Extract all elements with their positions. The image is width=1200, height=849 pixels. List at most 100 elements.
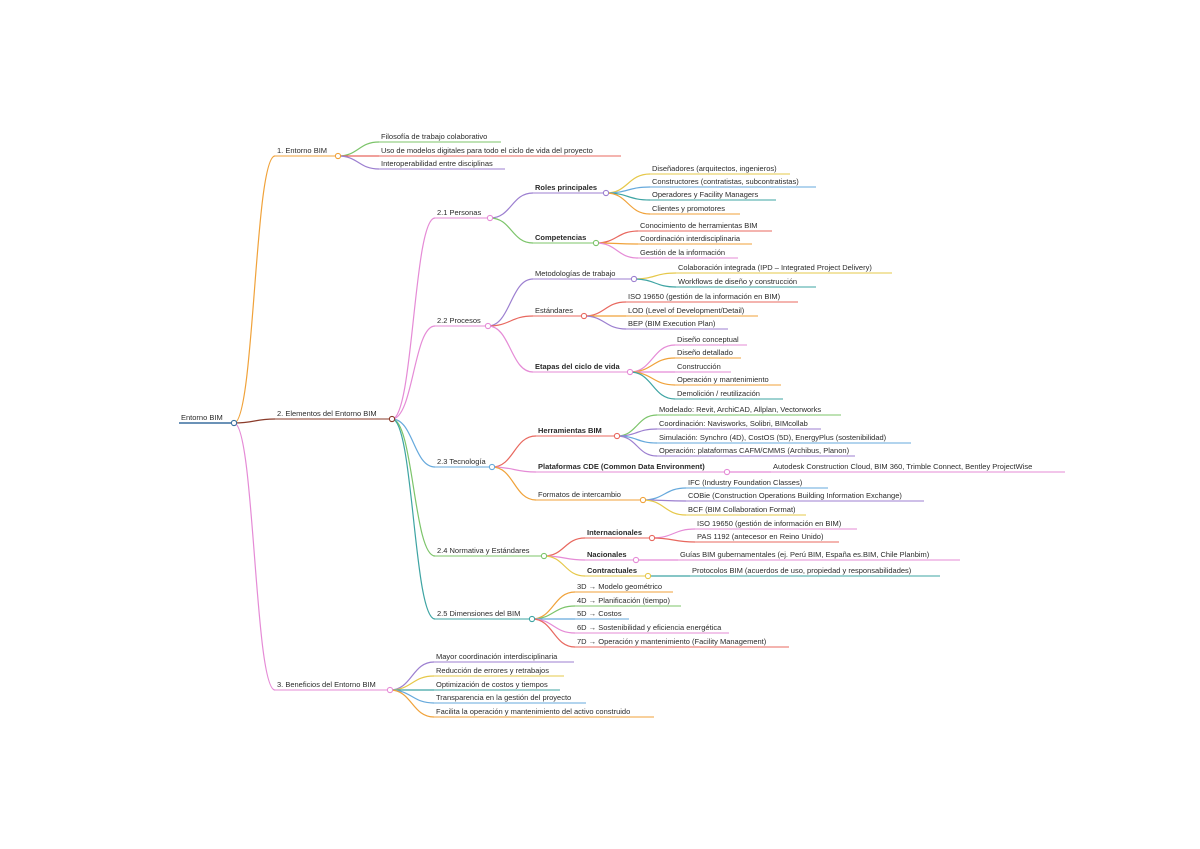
node-competencias[interactable]: Competencias bbox=[533, 233, 600, 247]
node-nacionales[interactable]: Nacionales bbox=[585, 550, 640, 564]
node-facilita-la-operacion-y-mantenimiento-de[interactable]: Facilita la operación y mantenimiento de… bbox=[434, 707, 654, 718]
node-coordinacion-navisworks-solibri-bimcolla[interactable]: Coordinación: Navisworks, Solibri, BIMco… bbox=[657, 419, 821, 430]
node-label: Reducción de errores y retrabajos bbox=[436, 666, 549, 675]
node-workflows-de-diseno-y-construccion[interactable]: Workflows de diseño y construcción bbox=[676, 277, 816, 288]
node-bep-bim-execution-plan[interactable]: BEP (BIM Execution Plan) bbox=[626, 319, 728, 330]
node-2-2-procesos[interactable]: 2.2 Procesos bbox=[435, 316, 492, 330]
node-constructores-contratistas-subcontratist[interactable]: Constructores (contratistas, subcontrati… bbox=[650, 177, 816, 188]
node-2-3-tecnologia[interactable]: 2.3 Tecnología bbox=[435, 457, 496, 471]
node-3d-modelo-geometrico[interactable]: 3D → Modelo geométrico bbox=[575, 582, 673, 593]
node-label: 2.2 Procesos bbox=[437, 316, 481, 325]
node-2-1-personas[interactable]: 2.1 Personas bbox=[435, 208, 494, 222]
node-iso-19650-gestion-de-la-informacion-en-b[interactable]: ISO 19650 (gestión de la información en … bbox=[626, 292, 798, 303]
mind-map-connector bbox=[487, 315, 534, 327]
node-7d-operacion-y-mantenimiento-facility-ma[interactable]: 7D → Operación y mantenimiento (Facility… bbox=[575, 637, 789, 648]
mind-map-connector bbox=[583, 301, 627, 317]
collapse-toggle-icon[interactable] bbox=[648, 534, 656, 542]
node-6d-sostenibilidad-y-eficiencia-energetic[interactable]: 6D → Sostenibilidad y eficiencia energét… bbox=[575, 623, 729, 634]
node-label: Entorno BIM bbox=[181, 413, 223, 422]
node-roles-principales[interactable]: Roles principales bbox=[533, 183, 610, 197]
node-uso-de-modelos-digitales-para-todo-el-ci[interactable]: Uso de modelos digitales para todo el ci… bbox=[379, 146, 621, 157]
node-modelado-revit-archicad-allplan-vectorwo[interactable]: Modelado: Revit, ArchiCAD, Allplan, Vect… bbox=[657, 405, 841, 416]
collapse-toggle-icon[interactable] bbox=[388, 415, 396, 423]
node-3-beneficios-del-entorno-bim[interactable]: 3. Beneficios del Entorno BIM bbox=[275, 680, 394, 694]
node-reduccion-de-errores-y-retrabajos[interactable]: Reducción de errores y retrabajos bbox=[434, 666, 564, 677]
node-demolicion-reutilizacion[interactable]: Demolición / reutilización bbox=[675, 389, 783, 400]
collapse-toggle-icon[interactable] bbox=[639, 496, 647, 504]
node-disenadores-arquitectos-ingenieros[interactable]: Diseñadores (arquitectos, ingenieros) bbox=[650, 164, 790, 175]
node-autodesk-construction-cloud-bim-360-trim[interactable]: Autodesk Construction Cloud, BIM 360, Tr… bbox=[771, 462, 1065, 473]
mind-map-connector bbox=[337, 141, 380, 157]
collapse-toggle-icon[interactable] bbox=[592, 239, 600, 247]
node-2-4-normativa-y-estandares[interactable]: 2.4 Normativa y Estándares bbox=[435, 546, 548, 560]
mind-map-connector bbox=[531, 591, 576, 620]
collapse-toggle-icon[interactable] bbox=[626, 368, 634, 376]
collapse-toggle-icon[interactable] bbox=[484, 322, 492, 330]
node-lod-level-of-development-detail[interactable]: LOD (Level of Development/Detail) bbox=[626, 306, 758, 317]
collapse-toggle-icon[interactable] bbox=[230, 419, 238, 427]
collapse-toggle-icon[interactable] bbox=[602, 189, 610, 197]
collapse-toggle-icon[interactable] bbox=[613, 432, 621, 440]
node-mayor-coordinacion-interdisciplinaria[interactable]: Mayor coordinación interdisciplinaria bbox=[434, 652, 574, 663]
node-operacion-plataformas-cafm-cmms-archibus[interactable]: Operación: plataformas CAFM/CMMS (Archib… bbox=[657, 446, 855, 457]
collapse-toggle-icon[interactable] bbox=[334, 152, 342, 160]
collapse-toggle-icon[interactable] bbox=[486, 214, 494, 222]
mind-map-connector bbox=[616, 435, 658, 457]
node-guias-bim-gubernamentales-ej-peru-bim-es[interactable]: Guías BIM gubernamentales (ej. Perú BIM,… bbox=[678, 550, 960, 561]
node-filosofia-de-trabajo-colaborativo[interactable]: Filosofía de trabajo colaborativo bbox=[379, 132, 501, 143]
node-entorno-bim[interactable]: Entorno BIM bbox=[179, 413, 238, 427]
node-etapas-del-ciclo-de-vida[interactable]: Etapas del ciclo de vida bbox=[533, 362, 634, 376]
node-diseno-detallado[interactable]: Diseño detallado bbox=[675, 348, 741, 359]
mind-map-connector bbox=[391, 418, 436, 468]
collapse-toggle-icon[interactable] bbox=[386, 686, 394, 694]
mind-map-connector bbox=[633, 278, 677, 288]
node-interoperabilidad-entre-disciplinas[interactable]: Interoperabilidad entre disciplinas bbox=[379, 159, 505, 170]
node-label: 6D → Sostenibilidad y eficiencia energét… bbox=[577, 623, 722, 632]
node-iso-19650-gestion-de-informacion-en-bim[interactable]: ISO 19650 (gestión de información en BIM… bbox=[695, 519, 857, 530]
collapse-toggle-icon[interactable] bbox=[540, 552, 548, 560]
collapse-toggle-icon[interactable] bbox=[488, 463, 496, 471]
node-optimizacion-de-costos-y-tiempos[interactable]: Optimización de costos y tiempos bbox=[434, 680, 560, 691]
node-cobie-construction-operations-building-i[interactable]: COBie (Construction Operations Building … bbox=[686, 491, 924, 502]
node-conocimiento-de-herramientas-bim[interactable]: Conocimiento de herramientas BIM bbox=[638, 221, 772, 232]
node-2-5-dimensiones-del-bim[interactable]: 2.5 Dimensiones del BIM bbox=[435, 609, 536, 623]
mind-map-connector bbox=[391, 418, 436, 557]
node-operacion-y-mantenimiento[interactable]: Operación y mantenimiento bbox=[675, 375, 781, 386]
mind-map-connector bbox=[337, 155, 380, 170]
node-pas-1192-antecesor-en-reino-unido[interactable]: PAS 1192 (antecesor en Reino Unido) bbox=[695, 532, 839, 543]
node-operadores-y-facility-managers[interactable]: Operadores y Facility Managers bbox=[650, 190, 776, 201]
node-label: Estándares bbox=[535, 306, 573, 315]
node-5d-costos[interactable]: 5D → Costos bbox=[575, 609, 629, 620]
collapse-toggle-icon[interactable] bbox=[580, 312, 588, 320]
mind-map-connector bbox=[389, 689, 435, 718]
node-transparencia-en-la-gestion-del-proyecto[interactable]: Transparencia en la gestión del proyecto bbox=[434, 693, 586, 704]
node-metodologias-de-trabajo[interactable]: Metodologías de trabajo bbox=[533, 269, 638, 283]
node-contractuales[interactable]: Contractuales bbox=[585, 566, 652, 580]
collapse-toggle-icon[interactable] bbox=[644, 572, 652, 580]
node-label: Coordinación interdisciplinaria bbox=[640, 234, 741, 243]
collapse-toggle-icon[interactable] bbox=[632, 556, 640, 564]
node-gestion-de-la-informacion[interactable]: Gestión de la información bbox=[638, 248, 738, 259]
node-herramientas-bim[interactable]: Herramientas BIM bbox=[536, 426, 621, 440]
node-4d-planificacion-tiempo[interactable]: 4D → Planificación (tiempo) bbox=[575, 596, 681, 607]
node-estandares[interactable]: Estándares bbox=[533, 306, 588, 320]
collapse-toggle-icon[interactable] bbox=[528, 615, 536, 623]
collapse-toggle-icon[interactable] bbox=[630, 275, 638, 283]
node-colaboracion-integrada-ipd-integrated-pr[interactable]: Colaboración integrada (IPD – Integrated… bbox=[676, 263, 892, 274]
node-protocolos-bim-acuerdos-de-uso-propiedad[interactable]: Protocolos BIM (acuerdos de uso, propied… bbox=[690, 566, 940, 577]
node-internacionales[interactable]: Internacionales bbox=[585, 528, 656, 542]
node-bcf-bim-collaboration-format[interactable]: BCF (BIM Collaboration Format) bbox=[686, 505, 806, 516]
node-diseno-conceptual[interactable]: Diseño conceptual bbox=[675, 335, 747, 346]
node-construccion[interactable]: Construcción bbox=[675, 362, 731, 373]
node-formatos-de-intercambio[interactable]: Formatos de intercambio bbox=[536, 490, 647, 504]
node-label: Construcción bbox=[677, 362, 721, 371]
node-coordinacion-interdisciplinaria[interactable]: Coordinación interdisciplinaria bbox=[638, 234, 752, 245]
node-plataformas-cde-common-data-environment[interactable]: Plataformas CDE (Common Data Environment… bbox=[536, 462, 731, 476]
node-1-entorno-bim[interactable]: 1. Entorno BIM bbox=[275, 146, 342, 160]
collapse-toggle-icon[interactable] bbox=[723, 468, 731, 476]
node-2-elementos-del-entorno-bim[interactable]: 2. Elementos del Entorno BIM bbox=[275, 409, 396, 423]
node-ifc-industry-foundation-classes[interactable]: IFC (Industry Foundation Classes) bbox=[686, 478, 828, 489]
node-simulacion-synchro-4d-costos-5d-energypl[interactable]: Simulación: Synchro (4D), CostOS (5D), E… bbox=[657, 433, 911, 444]
mind-map-connector bbox=[651, 537, 696, 543]
node-clientes-y-promotores[interactable]: Clientes y promotores bbox=[650, 204, 740, 215]
